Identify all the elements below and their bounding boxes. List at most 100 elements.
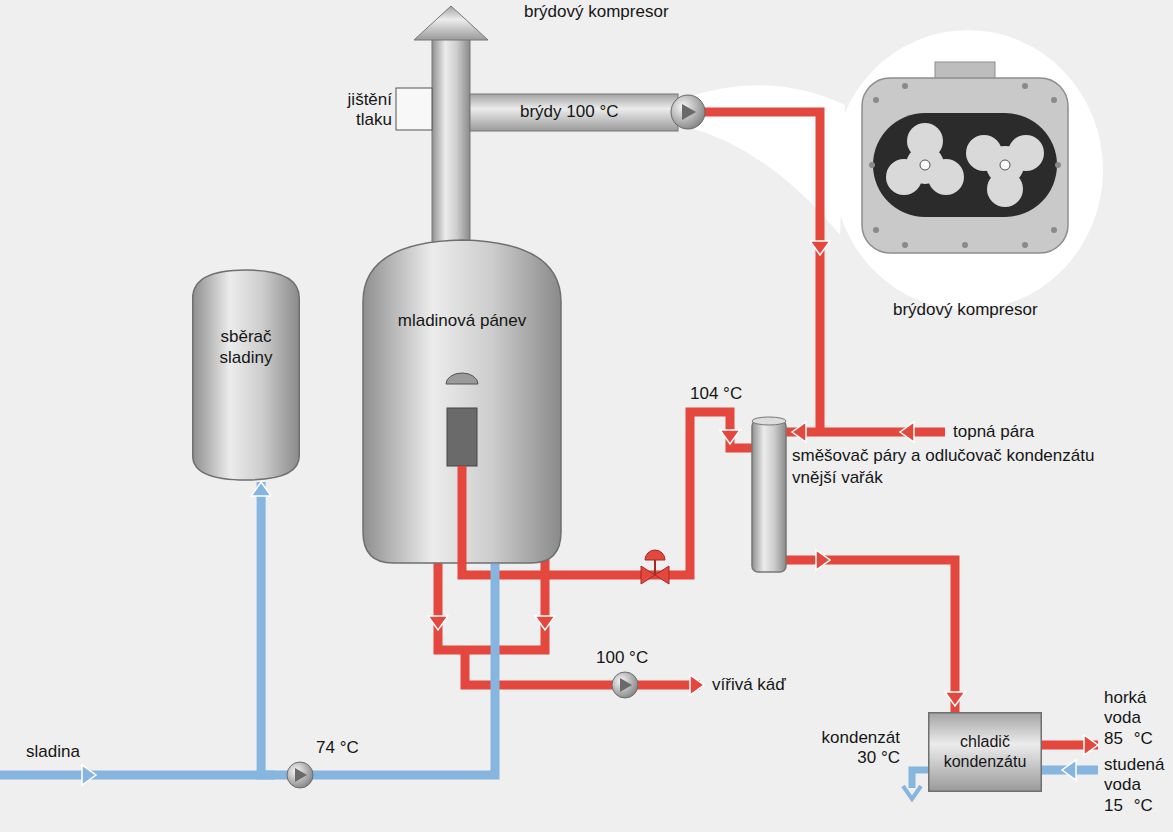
temperature-label: 74 °C [316,738,359,758]
compressor-illustration [1022,83,1028,89]
pump-symbol [612,672,638,698]
compressor-illustration [902,83,908,89]
hot-pipes [786,560,955,712]
mixer-label: směšovač páry a odlučovač kondenzátu [792,446,1094,466]
water-pipes [912,770,928,788]
vapour-chimney [470,94,678,131]
compressor-label: brýdový kompresor [893,300,1038,320]
flow-arrow [792,422,806,442]
wort-kettle-outline [362,232,562,564]
compressor-illustration [1000,160,1010,170]
destination-label: vířivá káď [712,675,786,695]
wort-kettle-outline [446,373,478,384]
temperature-label: 104 °C [690,384,742,404]
flow-arrow [720,430,740,444]
compressor-illustration [987,171,1023,207]
flow-arrow [810,241,830,255]
pressure-relief-label: jištění tlaku [330,90,392,131]
compressor-symbol [671,95,705,129]
compressor-illustration [1051,227,1057,233]
collector-tank: sběrač sladiny [192,268,300,482]
compressor-symbol [671,95,705,129]
valve-symbol [654,560,656,575]
compressor-illustration [920,160,930,170]
wort-inlet-pipe [0,765,275,785]
condensate-cooler-outline [929,713,1042,792]
steam-label: topná pára [953,422,1034,442]
inlet-label: sladina [26,742,80,762]
compressor-illustration [1008,135,1044,171]
hot-pipes [786,428,945,437]
boiler-cylinder [752,417,786,425]
valve-symbol [641,566,655,584]
flow-arrow [816,550,830,570]
compressor-illustration [873,227,879,233]
water-pipes [903,786,921,799]
compressor-illustration [873,97,879,103]
boiler-label: vnější vařák [792,468,883,488]
node-text: mladinová pánev [370,310,554,331]
wort-kettle-outline [363,240,561,563]
compressor-illustration [966,135,1002,171]
vapour-label: brýdy 100 °C [520,102,618,122]
compressor-illustration [962,242,968,248]
flow-arrow [900,422,914,442]
compressor-illustration [1022,242,1028,248]
wort-kettle-outline [458,466,467,564]
flow-arrow [690,675,704,695]
cold-water-label: studená voda 15 °C [1104,755,1164,816]
pump-symbol [612,672,638,698]
compressor-illustration [907,123,943,159]
pump-symbol [287,762,313,788]
compressor-illustration [869,83,1061,248]
pump-symbol [295,768,307,782]
condensate-cooler-outline [928,712,1042,792]
compressor-illustration [1055,162,1061,168]
boiler-cylinder [752,417,786,572]
compressor-illustration [902,242,908,248]
valve-symbol [655,566,669,584]
condensate-label: kondenzát 30 °C [800,728,900,769]
compressor-illustration [1051,97,1057,103]
compressor-illustration [862,78,1068,253]
valve-symbol [645,550,665,560]
vapour-chimney [396,88,432,130]
wort-inlet-pipe [0,771,275,780]
hot-pipes [465,650,700,685]
compressor-label: brýdový kompresor [524,2,669,22]
wort-kettle: mladinová pánev [362,232,562,564]
flow-arrow [535,616,555,630]
condensate-cooler: chladič kondenzátu [928,712,1042,792]
valve-symbol [641,550,669,584]
compressor-illustration [886,159,922,195]
vapour-chimney [414,6,488,40]
temperature-label: 100 °C [596,648,648,668]
collector-tank-outline [192,268,300,482]
compressor-illustration [862,62,1068,253]
hot-water-label: horká voda 85 °C [1104,688,1164,749]
node-text: chladič kondenzátu [936,732,1034,772]
compressor-illustration [869,162,875,168]
compressor-illustration [928,159,964,195]
node-text: sběrač sladiny [200,326,292,369]
pump-symbol [620,678,632,692]
compressor-bubble [833,30,1103,310]
boiler-cylinder [752,420,786,572]
collector-tank-outline [193,270,300,480]
vapour-chimney [432,30,470,260]
flow-arrow [945,692,965,706]
pump-symbol [287,762,313,788]
vapour-chimney [396,6,678,260]
compressor-bubble [688,30,1103,310]
water-pipes [1062,760,1076,780]
arrow-head [251,482,271,496]
flow-arrow [1084,735,1098,755]
compressor-illustration [886,123,1044,207]
flow-arrow [428,616,448,630]
compressor-symbol [682,104,696,120]
wort-kettle-outline [447,408,477,466]
